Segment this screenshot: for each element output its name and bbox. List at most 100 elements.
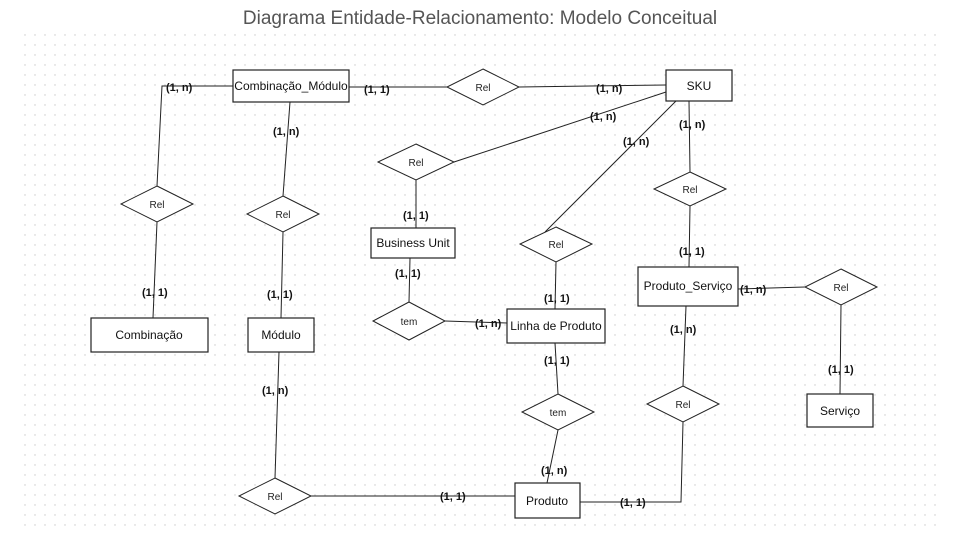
connectors bbox=[152, 84, 842, 503]
relationship-mod-prod-shape bbox=[237, 477, 313, 515]
entity-combinacao-box bbox=[90, 317, 209, 353]
cardinality-bu-bottom: (1, 1) bbox=[395, 268, 421, 280]
relationship-cm-sku-shape bbox=[445, 68, 521, 106]
relationship-comb-cm-label: Rel bbox=[149, 200, 164, 211]
entity-servico-label: Serviço bbox=[820, 404, 860, 418]
cardinality-mod-top: (1, 1) bbox=[267, 289, 293, 301]
cardinality-lp-bottom: (1, 1) bbox=[544, 355, 570, 367]
relationship-ps-sku-shape bbox=[652, 171, 728, 207]
relationship-bu-lp[interactable]: tem bbox=[371, 301, 447, 341]
relationship-mod-cm[interactable]: Rel bbox=[245, 195, 321, 233]
entity-linha-de-produto[interactable]: Linha de Produto bbox=[506, 308, 606, 344]
entity-business-unit[interactable]: Business Unit bbox=[370, 227, 456, 259]
relationship-lp-prod-shape bbox=[520, 393, 596, 431]
entity-combinacao[interactable]: Combinação bbox=[90, 317, 209, 353]
relationship-lp-sku-shape bbox=[518, 226, 594, 263]
edge-tem-lp bbox=[444, 320, 508, 324]
entity-produto-servico[interactable]: Produto_Serviço bbox=[637, 266, 739, 307]
relationship-bu-lp-shape bbox=[371, 301, 447, 341]
cardinality-prod-left: (1, 1) bbox=[440, 491, 466, 503]
entity-linha-de-produto-box bbox=[506, 308, 606, 344]
entity-modulo[interactable]: Módulo bbox=[247, 317, 315, 353]
cardinality-sku-bu: (1, n) bbox=[590, 111, 617, 123]
edge-relmod-mod bbox=[280, 231, 284, 319]
edge-cm-relmod bbox=[282, 101, 291, 197]
edge-sku-relbu bbox=[453, 91, 667, 163]
entity-sku[interactable]: SKU bbox=[665, 69, 733, 102]
cardinality-ps-bottom: (1, n) bbox=[670, 324, 697, 336]
relationship-ps-prod-shape bbox=[645, 385, 721, 423]
entity-combinacao-modulo-box bbox=[232, 69, 350, 103]
edge-sku-rellp bbox=[544, 100, 677, 233]
relationship-mod-prod[interactable]: Rel bbox=[237, 477, 313, 515]
relationship-ps-sku[interactable]: Rel bbox=[652, 171, 728, 207]
cardinality-labels: (1, n) (1, 1) (1, n) (1, n) (1, 1) (1, 1… bbox=[142, 82, 854, 509]
cardinality-prod-top: (1, n) bbox=[541, 465, 568, 477]
entity-produto-servico-box bbox=[637, 266, 739, 307]
grid-background bbox=[20, 34, 940, 530]
edge-tem2-prod bbox=[546, 429, 559, 484]
edge-ps-relserv bbox=[737, 286, 806, 290]
relationship-ps-prod[interactable]: Rel bbox=[645, 385, 721, 423]
relationship-bu-sku-shape bbox=[376, 143, 456, 181]
cardinality-sku-left: (1, n) bbox=[596, 83, 623, 95]
cardinality-bu-top: (1, 1) bbox=[403, 210, 429, 222]
edge-relserv-serv bbox=[839, 304, 842, 395]
entity-business-unit-box bbox=[370, 227, 456, 259]
cardinality-lp-top: (1, 1) bbox=[544, 293, 570, 305]
cardinality-comb-top: (1, 1) bbox=[142, 287, 168, 299]
relationship-ps-sku-label: Rel bbox=[682, 185, 697, 196]
relationship-ps-serv[interactable]: Rel bbox=[803, 268, 879, 306]
entity-produto-label: Produto bbox=[526, 494, 568, 508]
relationship-bu-sku[interactable]: Rel bbox=[376, 143, 456, 181]
cardinality-mod-bottom: (1, n) bbox=[262, 385, 289, 397]
relationship-lp-prod-label: tem bbox=[550, 408, 567, 419]
relationship-ps-prod-label: Rel bbox=[675, 400, 690, 411]
edge-cm-relleft bbox=[156, 85, 233, 187]
relationship-comb-cm[interactable]: Rel bbox=[119, 185, 195, 223]
entity-combinacao-modulo[interactable]: Combinação_Módulo bbox=[232, 69, 350, 103]
edge-relleft-comb bbox=[152, 221, 158, 319]
relationship-mod-cm-shape bbox=[245, 195, 321, 233]
entity-business-unit-label: Business Unit bbox=[376, 236, 450, 250]
relationship-mod-prod-label: Rel bbox=[267, 492, 282, 503]
relationship-ps-serv-shape bbox=[803, 268, 879, 306]
edge-rellp-lp bbox=[554, 261, 557, 310]
edge-mod-relprod bbox=[274, 351, 280, 479]
entity-produto-box bbox=[514, 482, 581, 519]
relationship-mod-cm-label: Rel bbox=[275, 210, 290, 221]
cardinality-cm-bottom: (1, n) bbox=[273, 126, 300, 138]
relationship-lp-prod[interactable]: tem bbox=[520, 393, 596, 431]
entity-sku-box bbox=[665, 69, 733, 102]
relationship-lp-sku-label: Rel bbox=[548, 240, 563, 251]
edge-sku-relps bbox=[688, 100, 691, 173]
relationship-comb-cm-shape bbox=[119, 185, 195, 223]
entity-modulo-box bbox=[247, 317, 315, 353]
cardinality-prod-right: (1, 1) bbox=[620, 497, 646, 509]
cardinality-serv-top: (1, 1) bbox=[828, 364, 854, 376]
relationship-cm-sku-label: Rel bbox=[475, 83, 490, 94]
relationship-cm-sku[interactable]: Rel bbox=[445, 68, 521, 106]
entity-linha-de-produto-label: Linha de Produto bbox=[510, 319, 602, 333]
diagram-title: Diagrama Entidade-Relacionamento: Modelo… bbox=[242, 8, 718, 29]
entity-combinacao-label: Combinação bbox=[115, 328, 183, 342]
edge-ps-relps2 bbox=[682, 305, 687, 387]
edge-relps-ps bbox=[688, 205, 691, 268]
entity-modulo-label: Módulo bbox=[261, 328, 301, 342]
cardinality-cm-right: (1, 1) bbox=[364, 84, 390, 96]
cardinality-sku-ps: (1, n) bbox=[679, 119, 706, 131]
edge-lp-tem2 bbox=[554, 342, 559, 395]
edge-relps2-prod bbox=[580, 421, 684, 503]
entity-produto[interactable]: Produto bbox=[514, 482, 581, 519]
cardinality-cm-left: (1, n) bbox=[166, 82, 193, 94]
relationship-bu-sku-label: Rel bbox=[408, 158, 423, 169]
entity-servico-box bbox=[806, 393, 874, 428]
cardinality-ps-right: (1, n) bbox=[740, 284, 767, 296]
relationship-lp-sku[interactable]: Rel bbox=[518, 226, 594, 263]
entity-combinacao-modulo-label: Combinação_Módulo bbox=[234, 79, 348, 93]
relationship-ps-serv-label: Rel bbox=[833, 283, 848, 294]
cardinality-ps-top: (1, 1) bbox=[679, 246, 705, 258]
entity-servico[interactable]: Serviço bbox=[806, 393, 874, 428]
cardinality-sku-lp: (1, n) bbox=[623, 136, 650, 148]
